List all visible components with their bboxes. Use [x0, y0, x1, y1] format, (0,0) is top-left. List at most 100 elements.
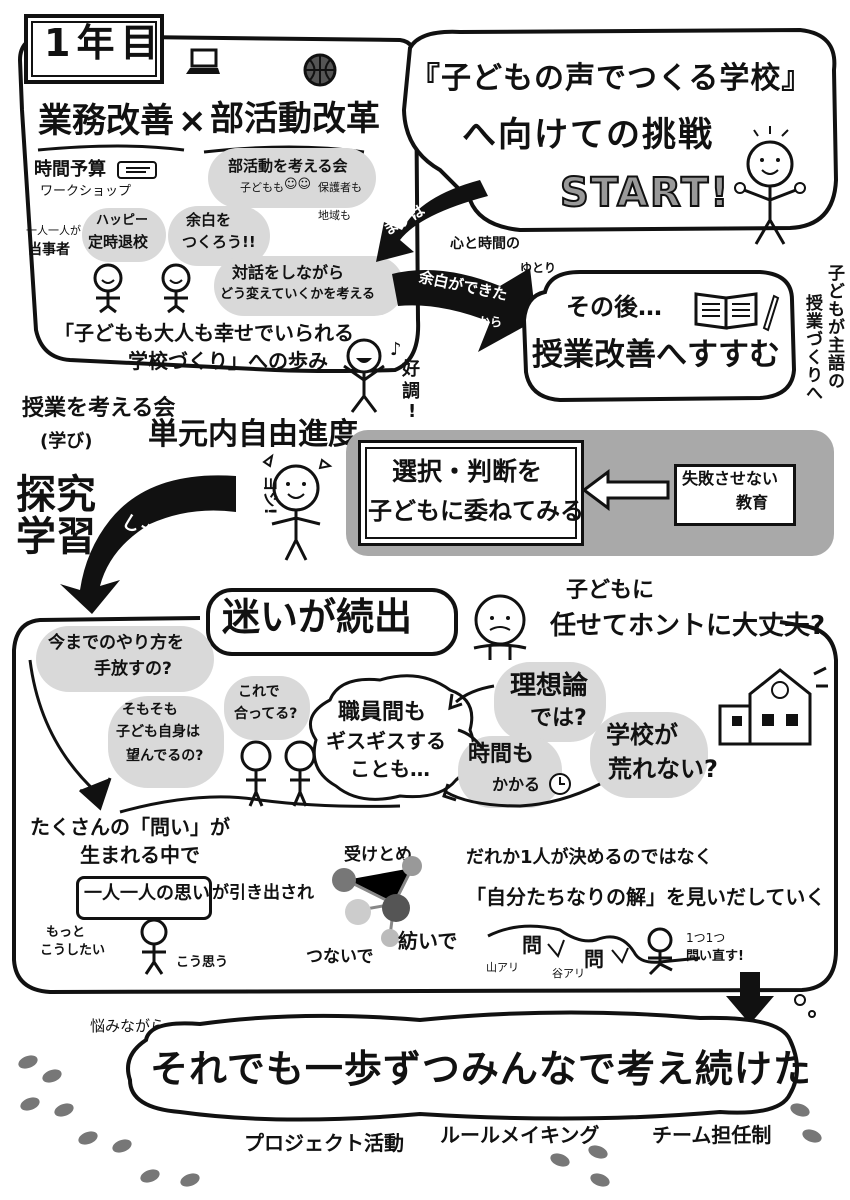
shikashi-arrow [60, 475, 236, 614]
q3-line2: 合ってる? [234, 706, 298, 722]
q3-line1: これで [238, 684, 280, 700]
music-note-icon: ♪ [390, 339, 402, 360]
tangen-label: 単元内自由進度 [148, 417, 358, 452]
kokoro-line1: 心と時間の [450, 236, 520, 252]
after-line1: その後… [566, 293, 662, 321]
toi-glyph-2: 問 [584, 947, 604, 971]
challenge-line2: へ向けての挑戦 [462, 115, 714, 155]
happy-cloud [82, 208, 166, 262]
yohaku-line1: 余白を [186, 211, 232, 229]
dialog-cloud [214, 256, 404, 316]
hitotsu-line1: 1つ1つ [686, 931, 726, 945]
toi-glyph-1: 問 [522, 933, 542, 957]
center-line1: 職員間も [338, 700, 427, 725]
happy-line1: ハッピー [96, 213, 149, 228]
toi-line1: たくさんの「問い」が [30, 815, 230, 839]
challenge-line1: 『子どもの声でつくる学校』 [410, 61, 813, 96]
person-line1: 一人一人が [26, 224, 81, 237]
yohaku-line2: つくろう!! [182, 233, 256, 251]
mountain-valley-path [487, 924, 701, 964]
footer-tag3: チーム担任制 [652, 1123, 772, 1147]
motto-line1: もっと [46, 925, 86, 940]
start-label: START! [559, 169, 731, 217]
club-line2: 子どもも [240, 181, 284, 194]
confusion-title: 迷いが続出 [222, 595, 413, 639]
year1-heading-left: 業務改善 [38, 101, 174, 141]
choice-arrow [581, 469, 670, 511]
koucho-line2: 調 [402, 381, 420, 402]
year1-heading-right: 部活動改革 [210, 99, 380, 139]
nayami-label: 悩みながら [90, 1017, 166, 1035]
year1-label-box [24, 14, 164, 84]
person-line2: 当事者 [28, 242, 70, 258]
footer-main: それでも一歩ずつみんなで考え続けた [150, 1047, 812, 1091]
q2-line2: 子ども自身は [116, 724, 200, 740]
ideal-line2: では? [530, 706, 587, 731]
school-line2: 荒れない? [608, 755, 718, 783]
q2-line3: 望んでるの? [126, 748, 204, 764]
kou-omou-label: こう思う [176, 955, 229, 970]
tsunaide-label: つないで [306, 947, 374, 967]
choice-line2: 子どもに委ねてみる [368, 497, 584, 525]
ok-line1: 子どもに [566, 578, 655, 603]
choice-box [358, 440, 584, 546]
ideal-line1: 理想論 [510, 671, 589, 701]
school-cloud [590, 712, 708, 798]
failure-line1: 失敗させない [682, 469, 779, 488]
time-line2: かかる [492, 775, 541, 794]
toi-line2: 生まれる中で [80, 843, 200, 867]
koucho-line1: 好 [402, 359, 420, 380]
club-line4: 地域も [318, 209, 351, 222]
basketball-icon [302, 52, 338, 88]
footer-tag2: ルールメイキング [440, 1123, 600, 1147]
center-line3: ことも… [350, 757, 430, 781]
school-line1: 学校が [606, 721, 678, 749]
ideal-cloud [494, 662, 606, 742]
motto-line2: こうしたい [40, 943, 106, 958]
challenge-outline [401, 27, 839, 233]
koucho-line3: ! [408, 401, 417, 422]
connected-dots-diagram [332, 856, 422, 947]
club-cloud [208, 148, 376, 208]
musunde-label: 紡いで [398, 929, 458, 953]
gakushu-label: 学習 [16, 514, 96, 560]
hikidasu-label: が引き出され [212, 883, 314, 903]
ok-line2: 任せてホントに大丈夫? [550, 611, 826, 641]
kai-label: 「自分たちなりの解」を見いだしていく [466, 885, 826, 909]
choice-line1: 選択・判断を [392, 457, 543, 486]
q3-cloud [224, 676, 310, 740]
confusion-title-box [206, 588, 458, 656]
budget-line1: 時間予算 [34, 159, 106, 180]
club-line1: 部活動を考える会 [228, 157, 348, 175]
center-cloud-outline [308, 674, 476, 801]
failure-box [674, 464, 796, 526]
mazuwa-arrow [376, 180, 488, 262]
yama-label: 山アリ [486, 961, 519, 974]
omoi-box [76, 876, 212, 920]
q2-line1: そもそも [122, 702, 178, 718]
dialog-line2: どう変えていくかを考える [220, 287, 375, 302]
methods-line2: (学び) [40, 431, 93, 452]
hitotsu-line2: 問い直す! [686, 949, 744, 964]
yohaku-dekita-line2: から [478, 315, 503, 329]
year1-label: 1年目 [44, 21, 165, 65]
q1-line2: 手放すの? [94, 659, 172, 679]
confusion-arrows [28, 659, 601, 814]
center-line2: ギスギスする [326, 729, 446, 753]
q2-cloud [108, 696, 224, 788]
failure-line2: 教育 [736, 493, 769, 512]
happy-line2: 定時退校 [88, 233, 149, 251]
dareka-label: だれか1人が決めるのではなく [466, 847, 713, 868]
laptop-icon [186, 48, 220, 74]
omoi-label: 一人一人の思い [84, 883, 210, 904]
methods-line1: 授業を考える会 [22, 396, 176, 421]
q1-line1: 今までのやり方を [48, 633, 184, 653]
down-arrow [726, 972, 816, 1024]
budget-line2: ワークショップ [40, 184, 132, 199]
dialog-line1: 対話をしながら [232, 263, 345, 282]
year1-heading-x: × [178, 101, 207, 141]
uketome-label: 受けとめ [344, 845, 412, 865]
after-side-line2: 授業づくりへ [802, 294, 822, 402]
